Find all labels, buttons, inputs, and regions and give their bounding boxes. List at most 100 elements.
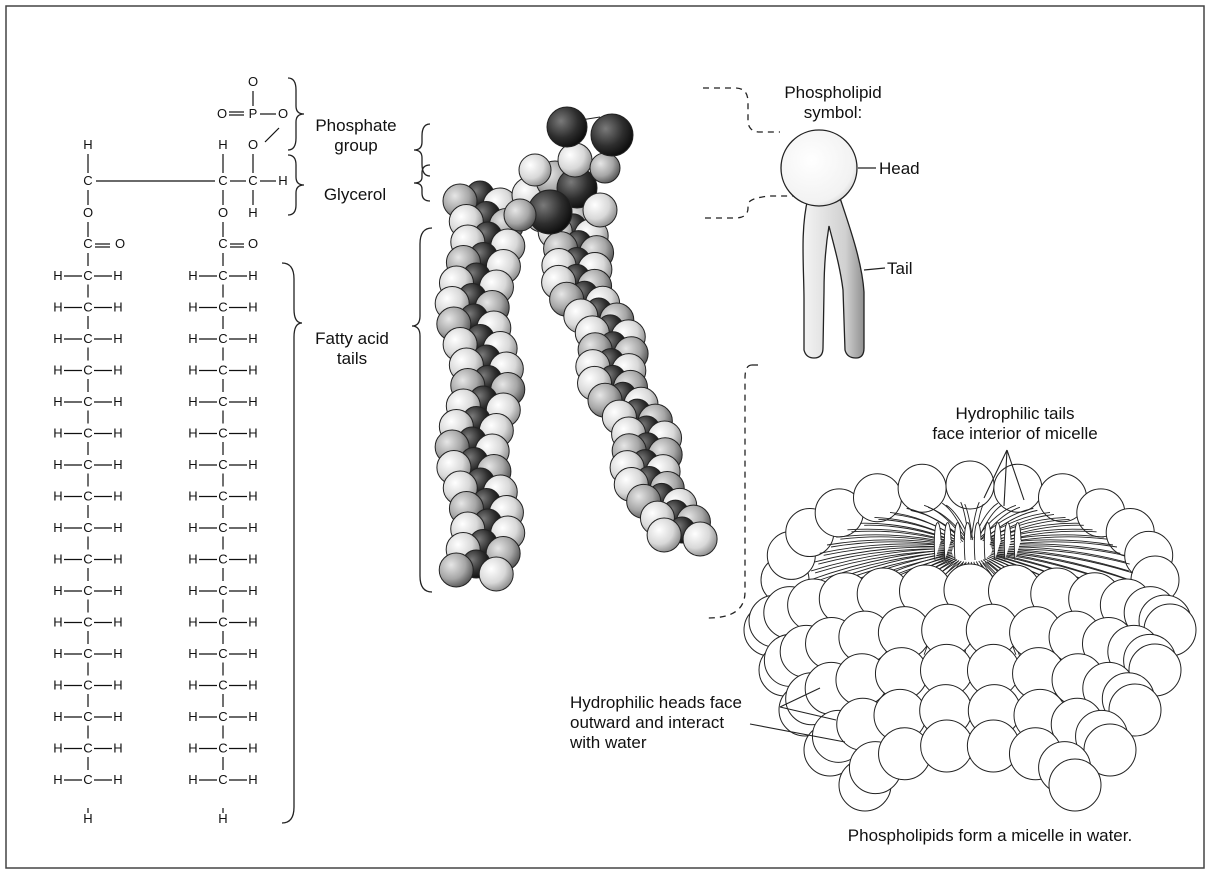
- atom-glyph: C: [83, 331, 92, 346]
- atom-glyph: O: [248, 74, 258, 89]
- atom-glyph: H: [188, 709, 197, 724]
- fatty-acid-line2: tails: [302, 349, 402, 369]
- atom-glyph: H: [113, 741, 122, 756]
- atom-sphere: [547, 107, 587, 147]
- atom-glyph: H: [113, 552, 122, 567]
- atom-glyph: H: [218, 137, 227, 152]
- atom-glyph: C: [218, 173, 227, 188]
- atom-glyph: H: [53, 331, 62, 346]
- atom-glyph: H: [248, 772, 257, 787]
- head-sphere: [994, 464, 1042, 512]
- atom-glyph: C: [218, 741, 227, 756]
- atom-glyph: C: [83, 394, 92, 409]
- atom-glyph: H: [248, 709, 257, 724]
- atom-glyph: H: [248, 489, 257, 504]
- atom-glyph: H: [53, 489, 62, 504]
- atom-glyph: C: [218, 268, 227, 283]
- symbol-line1: Phospholipid: [768, 83, 898, 103]
- atom-glyph: C: [83, 489, 92, 504]
- tails-line1: Hydrophilic tails: [920, 404, 1110, 424]
- brace-fatty-acid: [282, 228, 432, 823]
- label-hydrophilic-tails: Hydrophilic tails face interior of micel…: [920, 404, 1110, 444]
- atom-sphere: [583, 193, 617, 227]
- head-sphere: [921, 720, 973, 772]
- atom-glyph: O: [248, 137, 258, 152]
- atom-glyph: C: [218, 489, 227, 504]
- tails-line2: face interior of micelle: [920, 424, 1110, 444]
- atom-glyph: H: [188, 678, 197, 693]
- symbol-head: [781, 130, 857, 206]
- atom-glyph: O: [248, 236, 258, 251]
- atom-sphere: [591, 114, 633, 156]
- tail-loop: [974, 523, 981, 560]
- atom-glyph: H: [248, 300, 257, 315]
- atom-glyph: C: [248, 173, 257, 188]
- atom-glyph: H: [188, 457, 197, 472]
- atom-glyph: C: [218, 457, 227, 472]
- atom-glyph: H: [53, 268, 62, 283]
- atom-glyph: C: [83, 709, 92, 724]
- atom-glyph: H: [53, 552, 62, 567]
- atom-glyph: C: [83, 173, 92, 188]
- atom-glyph: H: [248, 268, 257, 283]
- atom-glyph: H: [248, 741, 257, 756]
- atom-glyph: H: [53, 520, 62, 535]
- atom-glyph: H: [113, 520, 122, 535]
- phosphate-line2: group: [306, 136, 406, 156]
- atom-glyph: H: [113, 268, 122, 283]
- atom-glyph: H: [248, 646, 257, 661]
- atom-glyph: H: [83, 811, 92, 826]
- label-tail: Tail: [887, 259, 913, 279]
- heads-line3: with water: [570, 733, 742, 753]
- atom-glyph: H: [113, 331, 122, 346]
- atom-sphere: [479, 557, 513, 591]
- atom-glyph: C: [218, 615, 227, 630]
- atom-glyph: H: [53, 709, 62, 724]
- atom-glyph: H: [113, 394, 122, 409]
- atom-glyph: H: [113, 583, 122, 598]
- label-phospholipid-symbol: Phospholipid symbol:: [768, 83, 898, 123]
- atom-glyph: H: [113, 709, 122, 724]
- atom-glyph: H: [248, 205, 257, 220]
- atom-glyph: H: [248, 331, 257, 346]
- atom-glyph: H: [188, 426, 197, 441]
- atom-glyph: C: [218, 363, 227, 378]
- atom-glyph: H: [188, 583, 197, 598]
- atom-glyph: C: [218, 300, 227, 315]
- atom-glyph: O: [278, 106, 288, 121]
- atom-glyph: H: [248, 394, 257, 409]
- atom-glyph: H: [248, 363, 257, 378]
- atom-glyph: C: [83, 646, 92, 661]
- tail-loop: [954, 523, 961, 560]
- atom-glyph: H: [188, 268, 197, 283]
- atom-glyph: H: [248, 520, 257, 535]
- atom-glyph: H: [113, 363, 122, 378]
- symbol-tail: [803, 198, 864, 358]
- atom-glyph: H: [188, 363, 197, 378]
- atom-glyph: H: [188, 300, 197, 315]
- atom-glyph: H: [113, 615, 122, 630]
- atom-glyph: C: [218, 331, 227, 346]
- atom-glyph: C: [218, 426, 227, 441]
- atom-glyph: H: [83, 137, 92, 152]
- atom-glyph: H: [53, 583, 62, 598]
- atom-glyph: H: [248, 426, 257, 441]
- atom-glyph: C: [218, 583, 227, 598]
- label-fatty-acid-tails: Fatty acid tails: [302, 329, 402, 369]
- label-head: Head: [879, 159, 920, 179]
- atom-glyph: C: [83, 772, 92, 787]
- atom-glyph: H: [53, 300, 62, 315]
- atom-glyph: H: [113, 489, 122, 504]
- atom-glyph: C: [83, 268, 92, 283]
- atom-glyph: C: [218, 678, 227, 693]
- atom-glyph: H: [53, 772, 62, 787]
- atom-glyph: H: [188, 615, 197, 630]
- atom-glyph: C: [83, 300, 92, 315]
- atom-sphere: [683, 522, 717, 556]
- atom-glyph: C: [83, 363, 92, 378]
- micelle-illustration: [744, 461, 1196, 811]
- atom-glyph: C: [83, 741, 92, 756]
- atom-glyph: C: [218, 236, 227, 251]
- atom-glyph: H: [188, 331, 197, 346]
